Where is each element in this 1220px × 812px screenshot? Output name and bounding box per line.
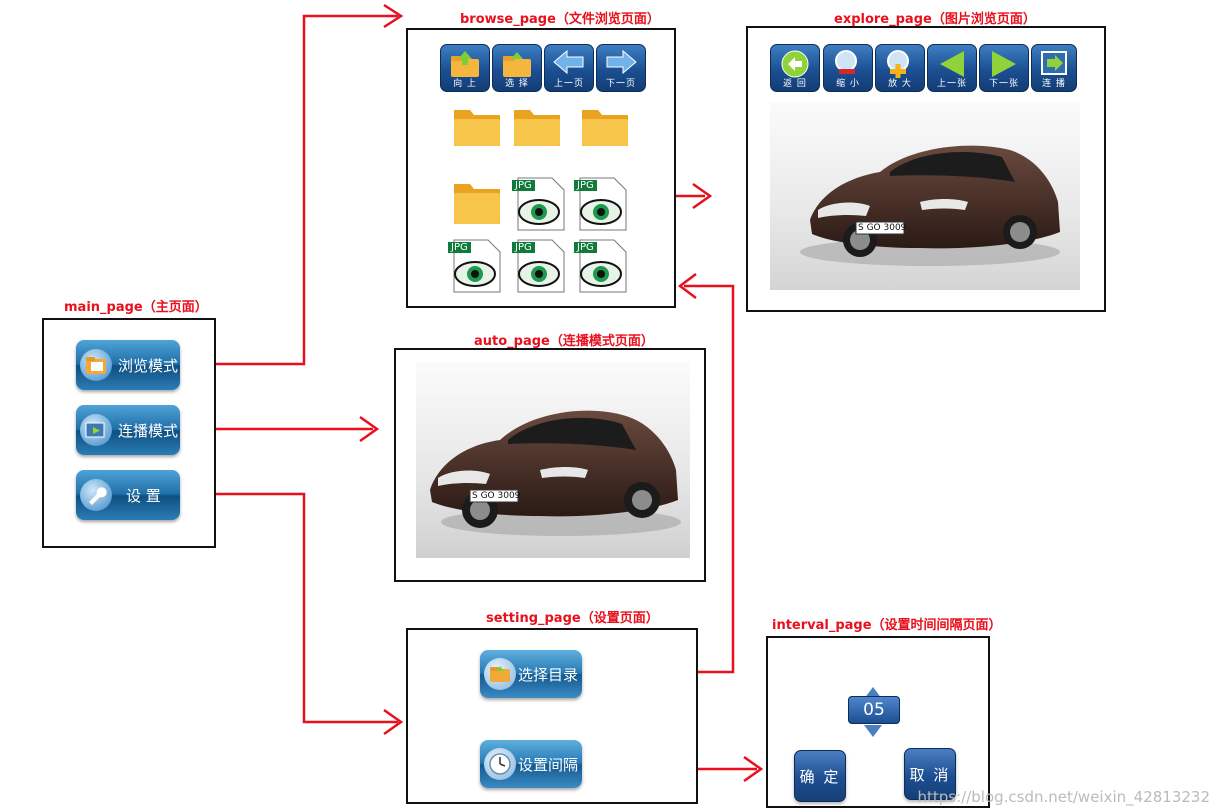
back-icon (781, 50, 809, 78)
zoom-out-button[interactable]: 缩 小 (823, 44, 873, 92)
folder-icon[interactable] (580, 102, 630, 148)
back-button[interactable]: 返 回 (770, 44, 820, 92)
arrow-left-icon (553, 49, 584, 75)
arrowhead-auto (359, 415, 380, 443)
triangle-left-icon (940, 51, 964, 77)
arrowhead-browse (383, 3, 404, 29)
jpg-file-icon[interactable]: JPG (574, 176, 628, 232)
next-image-button[interactable]: 下一张 (979, 44, 1029, 92)
next-page-label: 下一页 (605, 79, 636, 89)
next-image-label: 下一张 (988, 79, 1019, 89)
folder-icon[interactable] (512, 102, 562, 148)
triangle-right-icon (992, 51, 1016, 77)
setting-page-frame: 选择目录 设置间隔 (406, 628, 698, 804)
slideshow-icon (1041, 51, 1067, 75)
auto-mode-label: 连播模式 (118, 421, 179, 440)
jpg-badge: JPG (574, 242, 597, 253)
explore-page-frame: 返 回 缩 小 放 大 上一张 下一张 连 播 (746, 26, 1106, 312)
chevron-down-icon (864, 725, 882, 737)
decrement-arrow[interactable] (864, 722, 882, 737)
auto-page-frame: S GO 3009 (394, 348, 706, 582)
slideshow-button[interactable]: 连 播 (1031, 44, 1077, 92)
zoom-out-label: 缩 小 (836, 79, 860, 89)
folder-select-icon (503, 52, 531, 77)
arrowhead-setting (383, 708, 404, 736)
car-photo: S GO 3009 (416, 362, 690, 558)
jpg-file-icon[interactable]: JPG (448, 238, 502, 294)
jpg-file-icon[interactable]: JPG (512, 238, 566, 294)
increment-arrow[interactable] (864, 684, 882, 699)
jpg-file-icon[interactable]: JPG (512, 176, 566, 232)
setting-page-title: setting_page（设置页面） (486, 611, 659, 626)
set-interval-label: 设置间隔 (518, 755, 579, 774)
main-page-title: main_page（主页面） (64, 300, 208, 315)
browse-folder-icon (80, 349, 112, 381)
set-interval-button[interactable]: 设置间隔 (480, 740, 582, 788)
car-photo: S GO 3009 (770, 102, 1080, 290)
up-button[interactable]: 向 上 (440, 44, 490, 92)
next-page-button[interactable]: 下一页 (596, 44, 646, 92)
jpg-badge: JPG (512, 180, 535, 191)
arrow-right-icon (606, 49, 637, 75)
folder-up-icon (451, 51, 479, 77)
jpg-badge: JPG (574, 180, 597, 191)
auto-mode-button[interactable]: 连播模式 (76, 405, 180, 455)
license-plate: S GO 3009 (472, 491, 521, 501)
browse-page-frame: 向 上 选 择 上一页 下一页 JPG JPG JPG JPG (406, 28, 676, 308)
zoom-in-button[interactable]: 放 大 (875, 44, 925, 92)
prev-image-button[interactable]: 上一张 (927, 44, 977, 92)
watermark-text: https://blog.csdn.net/weixin_42813232 (917, 788, 1210, 806)
zoom-in-icon (887, 50, 909, 78)
back-label: 返 回 (783, 79, 807, 89)
license-plate: S GO 3009 (858, 223, 907, 233)
arrowhead-interval (743, 755, 764, 783)
confirm-button[interactable]: 确 定 (794, 750, 846, 802)
cancel-button[interactable]: 取 消 (904, 748, 956, 800)
prev-page-button[interactable]: 上一页 (544, 44, 594, 92)
select-directory-label: 选择目录 (518, 665, 579, 684)
settings-button[interactable]: 设 置 (76, 470, 180, 520)
browse-page-title: browse_page（文件浏览页面） (460, 12, 660, 27)
settings-label: 设 置 (126, 486, 161, 505)
browse-mode-label: 浏览模式 (118, 356, 179, 375)
arrow-main-to-browse (185, 14, 398, 366)
arrow-main-to-setting (185, 492, 398, 724)
select-label: 选 择 (505, 79, 529, 89)
arrowhead-browse-back (677, 273, 697, 299)
folder-icon[interactable] (452, 102, 502, 148)
zoom-out-icon (835, 50, 857, 74)
auto-page-title: auto_page（连播模式页面） (474, 334, 654, 349)
select-directory-button[interactable]: 选择目录 (480, 650, 582, 698)
prev-page-label: 上一页 (553, 79, 584, 89)
interval-page-title: interval_page（设置时间间隔页面） (772, 618, 1002, 633)
clock-icon (484, 748, 516, 780)
browse-mode-button[interactable]: 浏览模式 (76, 340, 180, 390)
select-button[interactable]: 选 择 (492, 44, 542, 92)
wrench-icon (80, 479, 112, 511)
main-page-frame: 浏览模式 连播模式 设 置 (42, 318, 216, 548)
zoom-in-label: 放 大 (888, 79, 912, 89)
folder-icon[interactable] (452, 176, 502, 224)
interval-value-display[interactable]: 05 (848, 696, 900, 724)
slideshow-icon (80, 414, 112, 446)
prev-image-label: 上一张 (936, 79, 967, 89)
folder-icon (484, 658, 516, 690)
arrowhead-explore (692, 182, 713, 210)
interval-page-frame: 05 确 定 取 消 (766, 636, 990, 808)
slideshow-label: 连 播 (1042, 79, 1066, 89)
jpg-badge: JPG (512, 242, 535, 253)
jpg-badge: JPG (448, 242, 471, 253)
jpg-file-icon[interactable]: JPG (574, 238, 628, 294)
explore-page-title: explore_page（图片浏览页面） (834, 12, 1036, 27)
up-label: 向 上 (453, 79, 477, 89)
